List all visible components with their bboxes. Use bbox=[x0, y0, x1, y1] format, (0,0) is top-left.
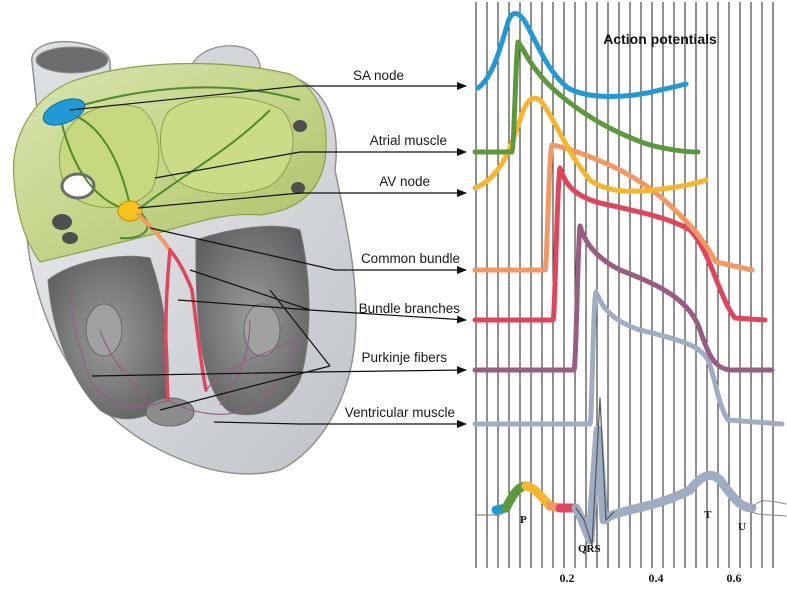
heart-illustration bbox=[12, 40, 357, 475]
axis-tick-0-2: 0.2 bbox=[560, 571, 575, 585]
curve-av-node bbox=[472, 95, 709, 194]
leader-ventricular-muscle bbox=[213, 420, 467, 428]
sa-node-shape bbox=[42, 98, 86, 126]
axis-tick-0-4: 0.4 bbox=[649, 571, 664, 585]
papillary-muscle-3 bbox=[85, 303, 123, 357]
vessel-opening bbox=[35, 46, 109, 74]
curve-ventricular-muscle bbox=[472, 289, 785, 427]
curve-atrial-muscle bbox=[472, 39, 701, 155]
curve-purkinje-fibers bbox=[472, 223, 775, 373]
papillary-muscle-1 bbox=[145, 397, 195, 427]
ecg-label-u: U bbox=[738, 521, 746, 533]
action-potential-curves bbox=[472, 11, 785, 427]
axis-tick-0-6: 0.6 bbox=[727, 571, 742, 585]
ecg-trace bbox=[474, 397, 787, 546]
leader-lines bbox=[69, 82, 467, 428]
ecg-label-p: P bbox=[520, 514, 527, 526]
ecg-label-t: T bbox=[704, 509, 712, 521]
ecg-p-wave-yellow bbox=[521, 481, 555, 511]
pulmonary-vein-opening-1 bbox=[293, 120, 307, 132]
leader-purkinje-fibers bbox=[91, 366, 467, 377]
his-bundle-branches bbox=[136, 212, 208, 402]
label-purkinje-fibers: Purkinje fibers bbox=[361, 350, 447, 365]
label-common-bundle: Common bundle bbox=[361, 251, 460, 266]
curve-common-bundle bbox=[472, 142, 755, 273]
leader-purkinje-fibers-2 bbox=[159, 365, 331, 411]
coronary-sinus-opening bbox=[60, 172, 96, 200]
ecg-qrs-spike-line bbox=[575, 397, 615, 546]
leader-atrial-muscle bbox=[154, 148, 467, 179]
ecg-tail-thin bbox=[751, 500, 787, 509]
label-ventricular-muscle: Ventricular muscle bbox=[345, 405, 455, 420]
leader-bundle-branches-2 bbox=[177, 299, 311, 311]
av-node-shape bbox=[117, 200, 143, 222]
ecg-label-qrs: QRS bbox=[578, 543, 601, 555]
curve-bundle-branches bbox=[472, 165, 768, 323]
papillary-muscle-2 bbox=[243, 303, 281, 357]
leader-common-bundle bbox=[149, 227, 467, 274]
label-atrial-muscle: Atrial muscle bbox=[370, 133, 447, 148]
label-sa-node: SA node bbox=[353, 68, 404, 83]
label-av-node: AV node bbox=[379, 174, 430, 189]
action-potentials-title: Action potentials bbox=[603, 31, 717, 47]
structure-labels: SA node Atrial muscle AV node Common bun… bbox=[345, 68, 461, 420]
leader-sa-node bbox=[69, 82, 467, 111]
curve-sa-node bbox=[475, 11, 689, 99]
pulmonary-vein-opening-3 bbox=[62, 232, 78, 244]
pulmonary-vein-opening-2 bbox=[291, 182, 305, 194]
leader-av-node bbox=[137, 189, 467, 209]
ivc-opening bbox=[52, 214, 72, 230]
ecg-tail-thin-2 bbox=[751, 511, 787, 517]
leader-purkinje-fibers-3 bbox=[269, 289, 331, 367]
label-bundle-branches: Bundle branches bbox=[359, 301, 461, 316]
